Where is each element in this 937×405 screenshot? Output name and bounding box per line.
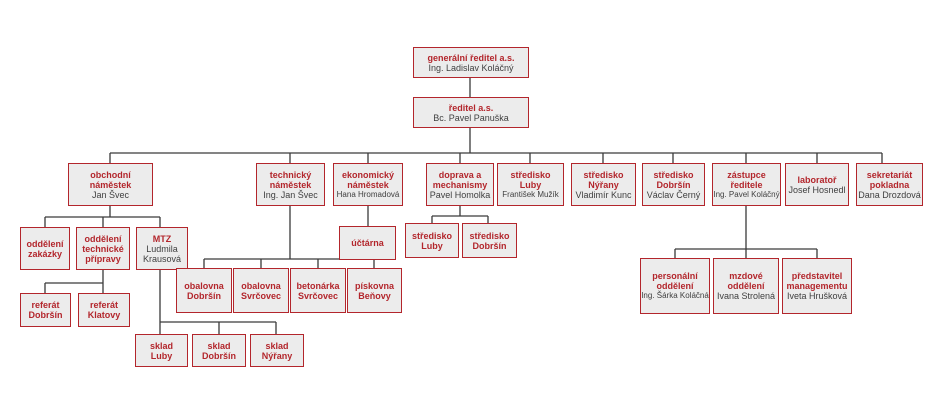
node-sklad-dobrsin: sklad Dobršín (192, 334, 246, 367)
node-stredisko-dobrsin: středisko Dobršín Václav Černý (642, 163, 705, 206)
node-ekonomicky-namestek: ekonomický náměstek Hana Hromadová (333, 163, 403, 206)
node-betonarka-svrcovec: betonárka Svrčovec (290, 268, 346, 313)
node-doprava-stredisko-luby: středisko Luby (405, 223, 459, 258)
node-title: referát Klatovy (87, 300, 121, 320)
node-sklad-luby: sklad Luby (135, 334, 188, 367)
node-title: středisko Nýřany (583, 169, 624, 190)
node-piskovna-benovy: pískovna Beňovy (347, 268, 402, 313)
node-obchodni-namestek: obchodní náměstek Jan Švec (68, 163, 153, 206)
node-technicky-namestek: technický náměstek Ing. Jan Švec (256, 163, 325, 206)
node-person: Vladimír Kunc (575, 189, 632, 200)
node-title: sklad Dobršín (201, 340, 236, 361)
node-title: zástupce ředitele (727, 169, 766, 190)
node-title: obchodní náměstek (89, 169, 132, 190)
node-person: Dana Drozdová (858, 189, 921, 200)
node-person: Pavel Homolka (429, 189, 491, 200)
node-person: Ing. Jan Švec (263, 189, 318, 200)
node-stredisko-luby: středisko Luby František Mužík (497, 163, 564, 206)
node-obalovna-dobrsin: obalovna Dobršín (176, 268, 232, 313)
node-obalovna-svrcovec: obalovna Svrčovec (233, 268, 289, 313)
node-person: Ing. Šárka Koláčná (641, 291, 709, 300)
node-person: Jan Švec (91, 189, 130, 200)
node-generalni-reditel: generální ředitel a.s. Ing. Ladislav Kol… (413, 47, 529, 78)
node-title: personální oddělení (652, 271, 698, 291)
node-mzdove-oddeleni: mzdové oddělení Ivana Strolená (713, 258, 779, 314)
node-stredisko-nyrany: středisko Nýřany Vladimír Kunc (571, 163, 636, 206)
node-title: sekretariát pokladna (866, 169, 913, 190)
node-title: ekonomický náměstek (341, 169, 395, 190)
node-person: Iveta Hrušková (786, 291, 848, 301)
node-person: Ing. Pavel Koláčný (713, 189, 780, 199)
node-title: sklad Nýřany (261, 340, 293, 361)
node-title: doprava a mechanismy (432, 169, 488, 190)
node-title: oddělení zakázky (26, 238, 64, 259)
node-laborator: laboratoř Josef Hosnedl (785, 163, 849, 206)
node-reditel: ředitel a.s. Bc. Pavel Panuška (413, 97, 529, 128)
node-person: Bc. Pavel Panuška (433, 112, 509, 123)
node-referat-dobrsin: referát Dobršín (20, 293, 71, 327)
node-mtz: MTZ Ludmila Krausová (136, 227, 188, 270)
node-title: MTZ (152, 233, 172, 244)
node-title: obalovna Dobršín (184, 280, 224, 301)
node-title: betonárka Svrčovec (296, 280, 340, 301)
node-title: technický náměstek (269, 169, 312, 190)
node-title: účtárna (351, 238, 384, 248)
node-person: Ing. Ladislav Koláčný (428, 62, 514, 73)
node-oddeleni-zakazky: oddělení zakázky (20, 227, 70, 270)
node-person: Václav Černý (646, 189, 701, 200)
node-doprava-mechanismy: doprava a mechanismy Pavel Homolka (426, 163, 494, 206)
node-title: ředitel a.s. (448, 102, 494, 113)
node-person: František Mužík (502, 189, 559, 199)
node-title: pískovna Beňovy (354, 280, 394, 301)
node-title: obalovna Svrčovec (240, 280, 282, 301)
node-title: sklad Luby (149, 340, 173, 361)
node-person: Josef Hosnedl (788, 184, 846, 195)
node-uctarna: účtárna (339, 226, 396, 260)
node-title: mzdové oddělení (727, 271, 765, 291)
node-title: laboratoř (797, 174, 837, 185)
node-person: Ivana Strolená (716, 291, 776, 301)
node-doprava-stredisko-dobrsin: středisko Dobršín (462, 223, 517, 258)
node-title: představitel managementu (786, 271, 848, 291)
node-title: středisko Luby (510, 169, 551, 190)
node-person: Ludmila Krausová (142, 243, 182, 264)
node-personalni-oddeleni: personální oddělení Ing. Šárka Koláčná (640, 258, 710, 314)
node-title: středisko Dobršín (469, 230, 510, 251)
node-zastupce-reditele: zástupce ředitele Ing. Pavel Koláčný (712, 163, 781, 206)
node-title: středisko Luby (411, 230, 453, 251)
node-title: generální ředitel a.s. (427, 52, 515, 63)
node-title: středisko Dobršín (653, 169, 694, 190)
node-sklad-nyrany: sklad Nýřany (250, 334, 304, 367)
node-sekretariat-pokladna: sekretariát pokladna Dana Drozdová (856, 163, 923, 206)
node-oddeleni-technicke-pripravy: oddělení technické přípravy (76, 227, 130, 270)
node-title: referát Dobršín (28, 300, 63, 320)
node-person: Hana Hromadová (336, 189, 400, 199)
node-predstavitel-managementu: představitel managementu Iveta Hrušková (782, 258, 852, 314)
node-referat-klatovy: referát Klatovy (78, 293, 130, 327)
node-title: oddělení technické přípravy (82, 233, 124, 264)
